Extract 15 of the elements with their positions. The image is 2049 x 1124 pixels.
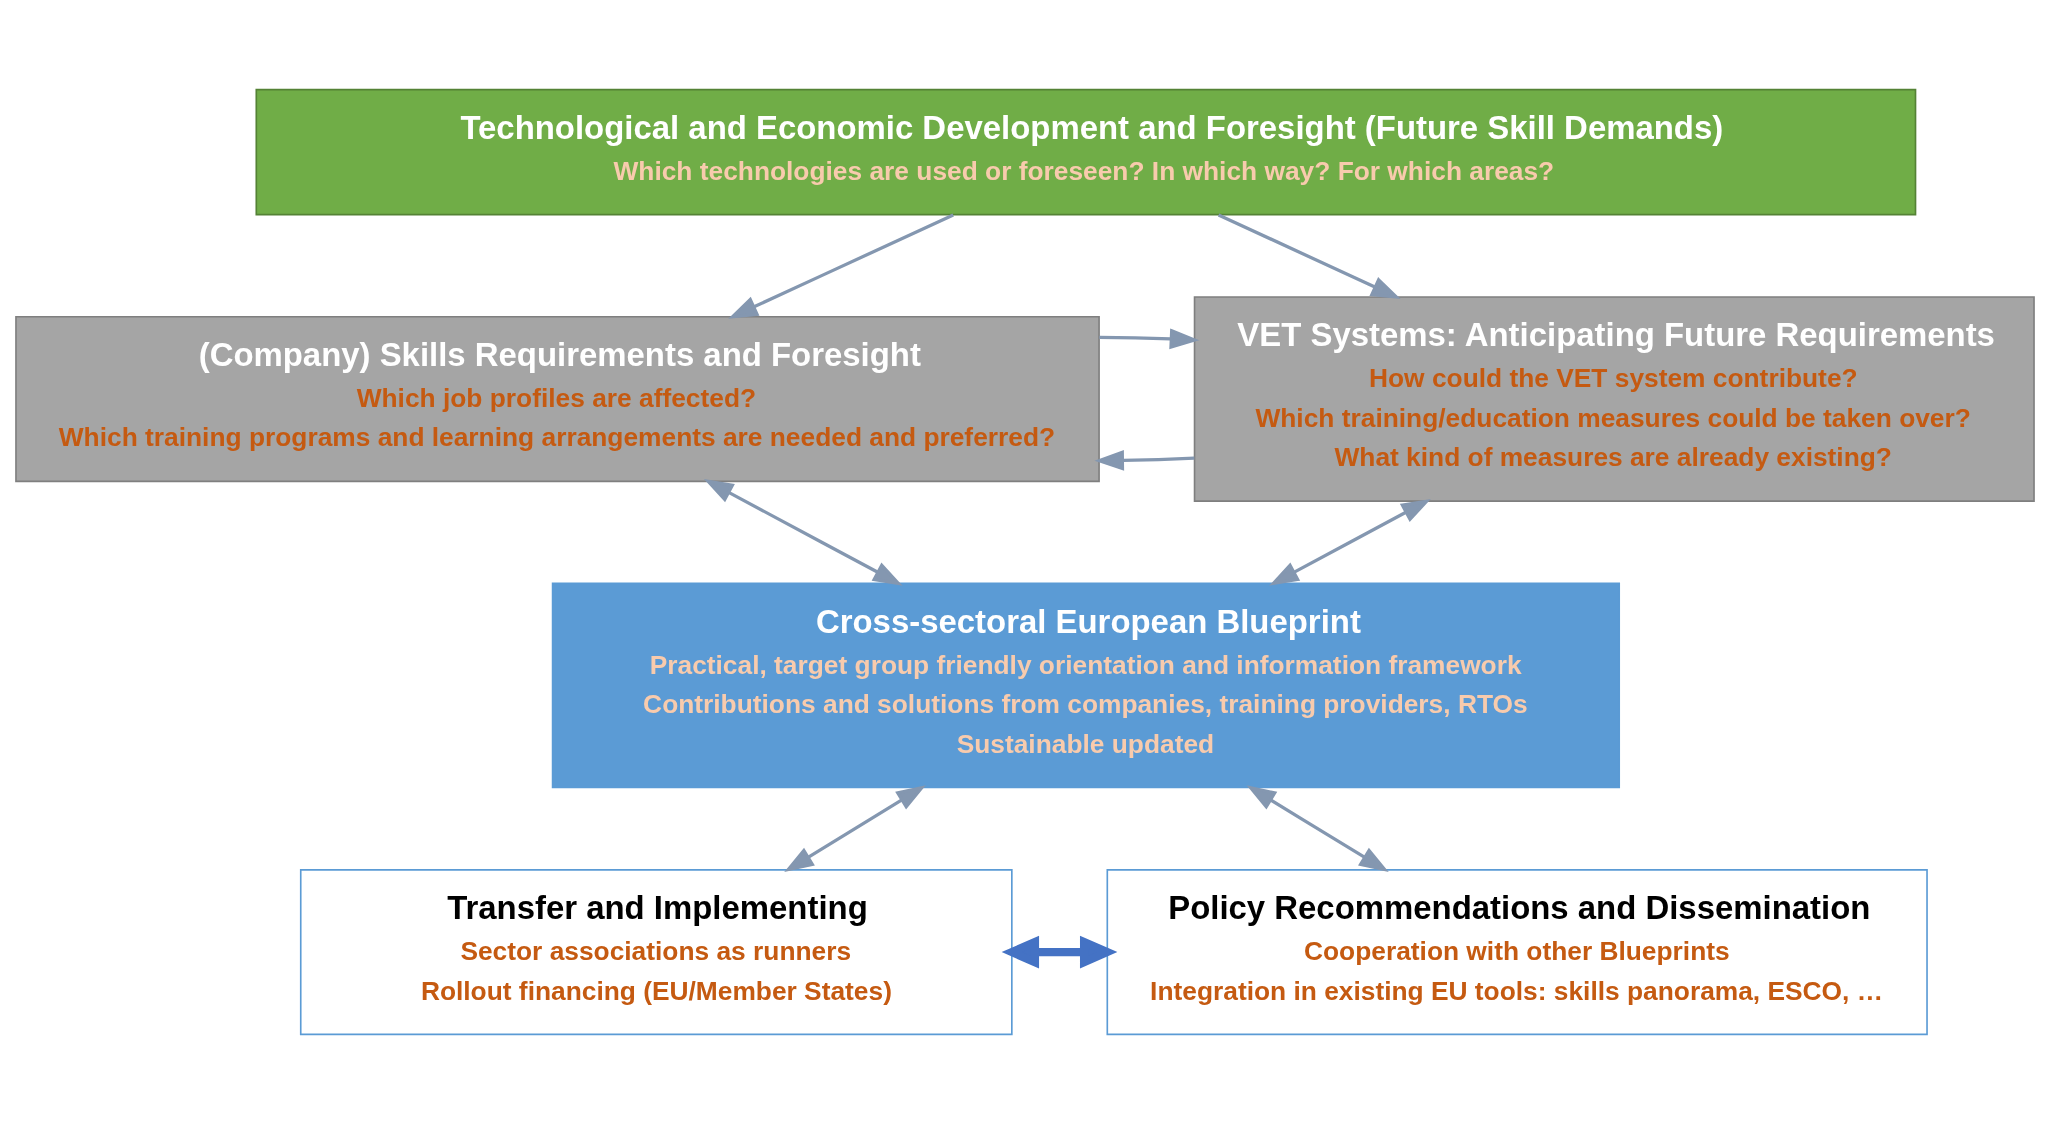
node-box: (Company) Skills Requirements and Foresight Which job profiles are affected? Which training programs and learning arrangements are needed and preferred? [14, 315, 1100, 483]
node-box: VET Systems: Anticipating Future Requirements How could the VET system contribute? Which training/education measures could be taken over? What kind of measures are already existing? [1193, 296, 2035, 502]
node-box: Policy Recommendations and Dissemination Cooperation with other Blueprints Integration in existing EU tools: skills panorama, ESCO, … [1105, 869, 1928, 1036]
node-box: Cross-sectoral European Blueprint Practical, target group friendly orientation and information framework Contributions and solutions from companies, training providers, RTOs Sustainable updated [551, 582, 1620, 789]
arrow [1246, 785, 1389, 873]
arrow [1001, 935, 1117, 969]
arrow [1098, 328, 1199, 350]
arrow [1217, 213, 1401, 299]
arrow [1268, 498, 1431, 586]
arrow [727, 213, 954, 319]
arrow [703, 479, 903, 586]
node-box: Technological and Economic Development and Foresight (Future Skill Demands) Which technologies are used or foreseen? In which way? For which areas? [254, 88, 1916, 216]
node-box: Transfer and Implementing Sector associations as runners Rollout financing (EU/Member States) [299, 869, 1013, 1036]
arrow [1093, 450, 1194, 471]
arrow [783, 785, 926, 873]
